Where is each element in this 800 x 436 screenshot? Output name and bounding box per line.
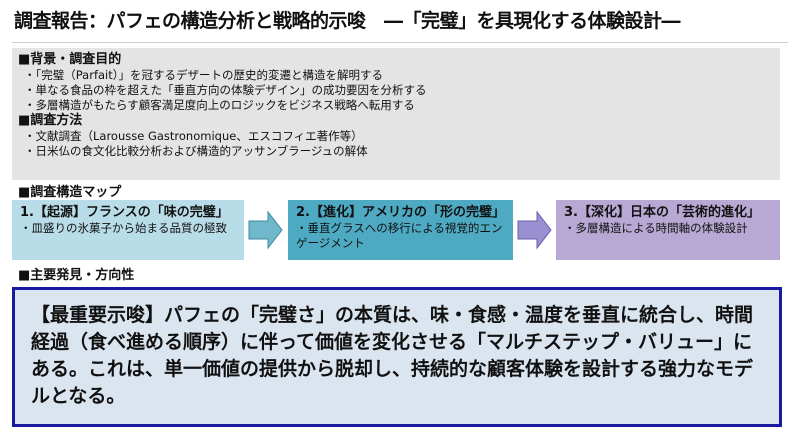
page-title: 調査報告：パフェの構造分析と戦略的示唆 ―「完璧」を具現化する体験設計― xyxy=(14,10,681,32)
arrow-right-icon xyxy=(248,210,283,250)
key-finding-box: 【最重要示唆】パフェの「完璧さ」の本質は、味・食感・温度を垂直に統合し、時間経過… xyxy=(12,287,782,427)
step-title: 1.【起源】フランスの「味の完璧」 xyxy=(20,205,229,220)
arrow-right-icon xyxy=(517,210,552,250)
title-divider xyxy=(12,42,788,43)
method-item: ・日米仏の食文化比較分析および構造的アッサンブラージュの解体 xyxy=(24,144,368,158)
map-heading: ■調査構造マップ xyxy=(18,185,122,200)
background-item: ・多層構造がもたらす顧客満足度向上のロジックをビジネス戦略へ転用する xyxy=(24,98,415,112)
step-desc: ・皿盛りの氷菓子から始まる品質の極致 xyxy=(20,221,227,235)
step-desc: ・垂直グラスへの移行による視覚的エンゲージメント xyxy=(296,221,503,250)
key-finding-text: 【最重要示唆】パフェの「完璧さ」の本質は、味・食感・温度を垂直に統合し、時間経過… xyxy=(31,304,754,407)
step-desc: ・多層構造による時間軸の体験設計 xyxy=(564,221,748,235)
step-card-origin: 1.【起源】フランスの「味の完璧」 ・皿盛りの氷菓子から始まる品質の極致 xyxy=(12,200,244,260)
method-item: ・文献調査（Larousse Gastronomique、エスコフィエ著作等） xyxy=(24,129,363,143)
overview-panel: ■背景・調査目的 ・「完璧（Parfait）」を冠するデザートの歴史的変遷と構造… xyxy=(12,48,780,180)
step-title: 3.【深化】日本の「芸術的進化」 xyxy=(564,205,760,220)
background-item: ・単なる食品の枠を超えた「垂直方向の体験デザイン」の成功要因を分析する xyxy=(24,83,427,97)
step-card-evolution: 2.【進化】アメリカの「形の完璧」 ・垂直グラスへの移行による視覚的エンゲージメ… xyxy=(288,200,513,260)
method-heading: ■調査方法 xyxy=(18,113,83,128)
step-card-deepening: 3.【深化】日本の「芸術的進化」 ・多層構造による時間軸の体験設計 xyxy=(556,200,780,260)
step-title: 2.【進化】アメリカの「形の完璧」 xyxy=(296,205,505,220)
background-item: ・「完璧（Parfait）」を冠するデザートの歴史的変遷と構造を解明する xyxy=(24,68,383,82)
findings-heading: ■主要発見・方向性 xyxy=(18,268,135,283)
background-heading: ■背景・調査目的 xyxy=(18,52,122,67)
